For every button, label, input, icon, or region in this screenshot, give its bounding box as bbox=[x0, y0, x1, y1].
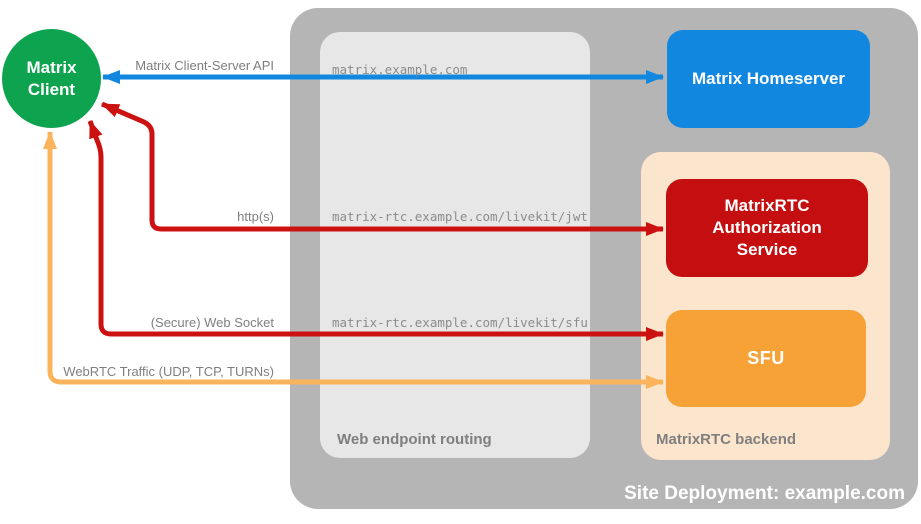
matrixrtc-backend-caption: MatrixRTC backend bbox=[656, 431, 797, 448]
client-server-api-edge-label: Matrix Client-Server API bbox=[135, 58, 274, 73]
matrix-homeserver-label: Matrix Homeserver bbox=[691, 69, 846, 88]
site-deployment-caption: Site Deployment: example.com bbox=[624, 483, 905, 504]
websocket-edge-label: (Secure) Web Socket bbox=[150, 315, 274, 330]
matrix-client-node: Matrix Client bbox=[2, 29, 101, 128]
http-edge-label: http(s) bbox=[237, 209, 274, 224]
web-endpoint-routing-box: Web endpoint routing bbox=[320, 32, 590, 458]
sfu-node: SFU bbox=[666, 310, 866, 407]
matrix-homeserver-node: Matrix Homeserver bbox=[667, 30, 870, 128]
sfu-label: SFU bbox=[747, 348, 785, 368]
webrtc-traffic-edge-label: WebRTC Traffic (UDP, TCP, TURNs) bbox=[63, 364, 274, 379]
endpoint-livekit-jwt: matrix-rtc.example.com/livekit/jwt bbox=[332, 209, 588, 224]
matrixrtc-authorization-service-label: MatrixRTC Authorization Service bbox=[712, 196, 822, 259]
endpoint-livekit-sfu: matrix-rtc.example.com/livekit/sfu bbox=[332, 315, 588, 330]
matrix-client-label: Matrix Client bbox=[26, 57, 77, 99]
matrixrtc-authorization-service-node: MatrixRTC Authorization Service bbox=[666, 179, 868, 277]
endpoint-matrix-example-com: matrix.example.com bbox=[332, 62, 468, 77]
web-endpoint-routing-caption: Web endpoint routing bbox=[337, 431, 492, 448]
